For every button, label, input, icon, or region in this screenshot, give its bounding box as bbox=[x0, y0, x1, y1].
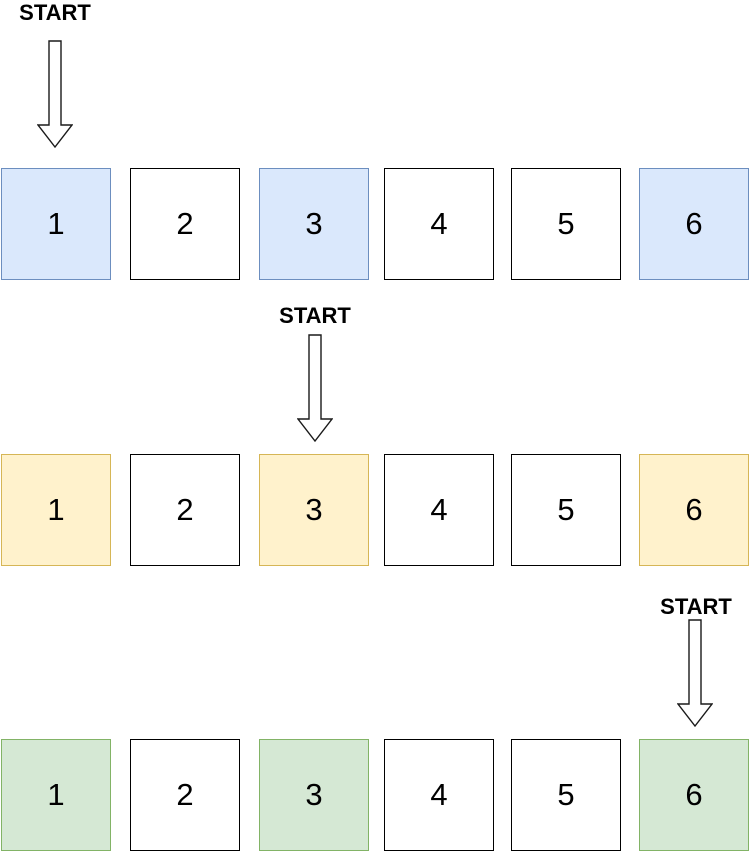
cell-row1-5: 5 bbox=[511, 168, 621, 280]
start-label-row-1: START bbox=[19, 0, 91, 25]
cell-row2-1: 1 bbox=[1, 454, 111, 566]
cell-row-1: 1 2 3 4 5 6 bbox=[0, 168, 751, 280]
cell-row3-6: 6 bbox=[639, 739, 749, 851]
cell-row1-4: 4 bbox=[384, 168, 494, 280]
cell-row1-2: 2 bbox=[130, 168, 240, 280]
cell-row3-2: 2 bbox=[130, 739, 240, 851]
cell-row2-3: 3 bbox=[259, 454, 369, 566]
cell-row1-6: 6 bbox=[639, 168, 749, 280]
cell-row-3: 1 2 3 4 5 6 bbox=[0, 739, 751, 851]
cell-row-2: 1 2 3 4 5 6 bbox=[0, 454, 751, 566]
cell-row3-4: 4 bbox=[384, 739, 494, 851]
cell-row1-1: 1 bbox=[1, 168, 111, 280]
cell-row3-3: 3 bbox=[259, 739, 369, 851]
cell-row3-5: 5 bbox=[511, 739, 621, 851]
down-arrow-icon bbox=[297, 334, 333, 442]
start-label-row-2: START bbox=[279, 303, 351, 328]
cell-row2-6: 6 bbox=[639, 454, 749, 566]
down-arrow-icon bbox=[37, 40, 73, 148]
cell-row1-3: 3 bbox=[259, 168, 369, 280]
start-label-row-3: START bbox=[660, 594, 732, 619]
cell-row2-2: 2 bbox=[130, 454, 240, 566]
cell-row2-4: 4 bbox=[384, 454, 494, 566]
cell-row2-5: 5 bbox=[511, 454, 621, 566]
cell-row3-1: 1 bbox=[1, 739, 111, 851]
down-arrow-icon bbox=[677, 619, 713, 727]
